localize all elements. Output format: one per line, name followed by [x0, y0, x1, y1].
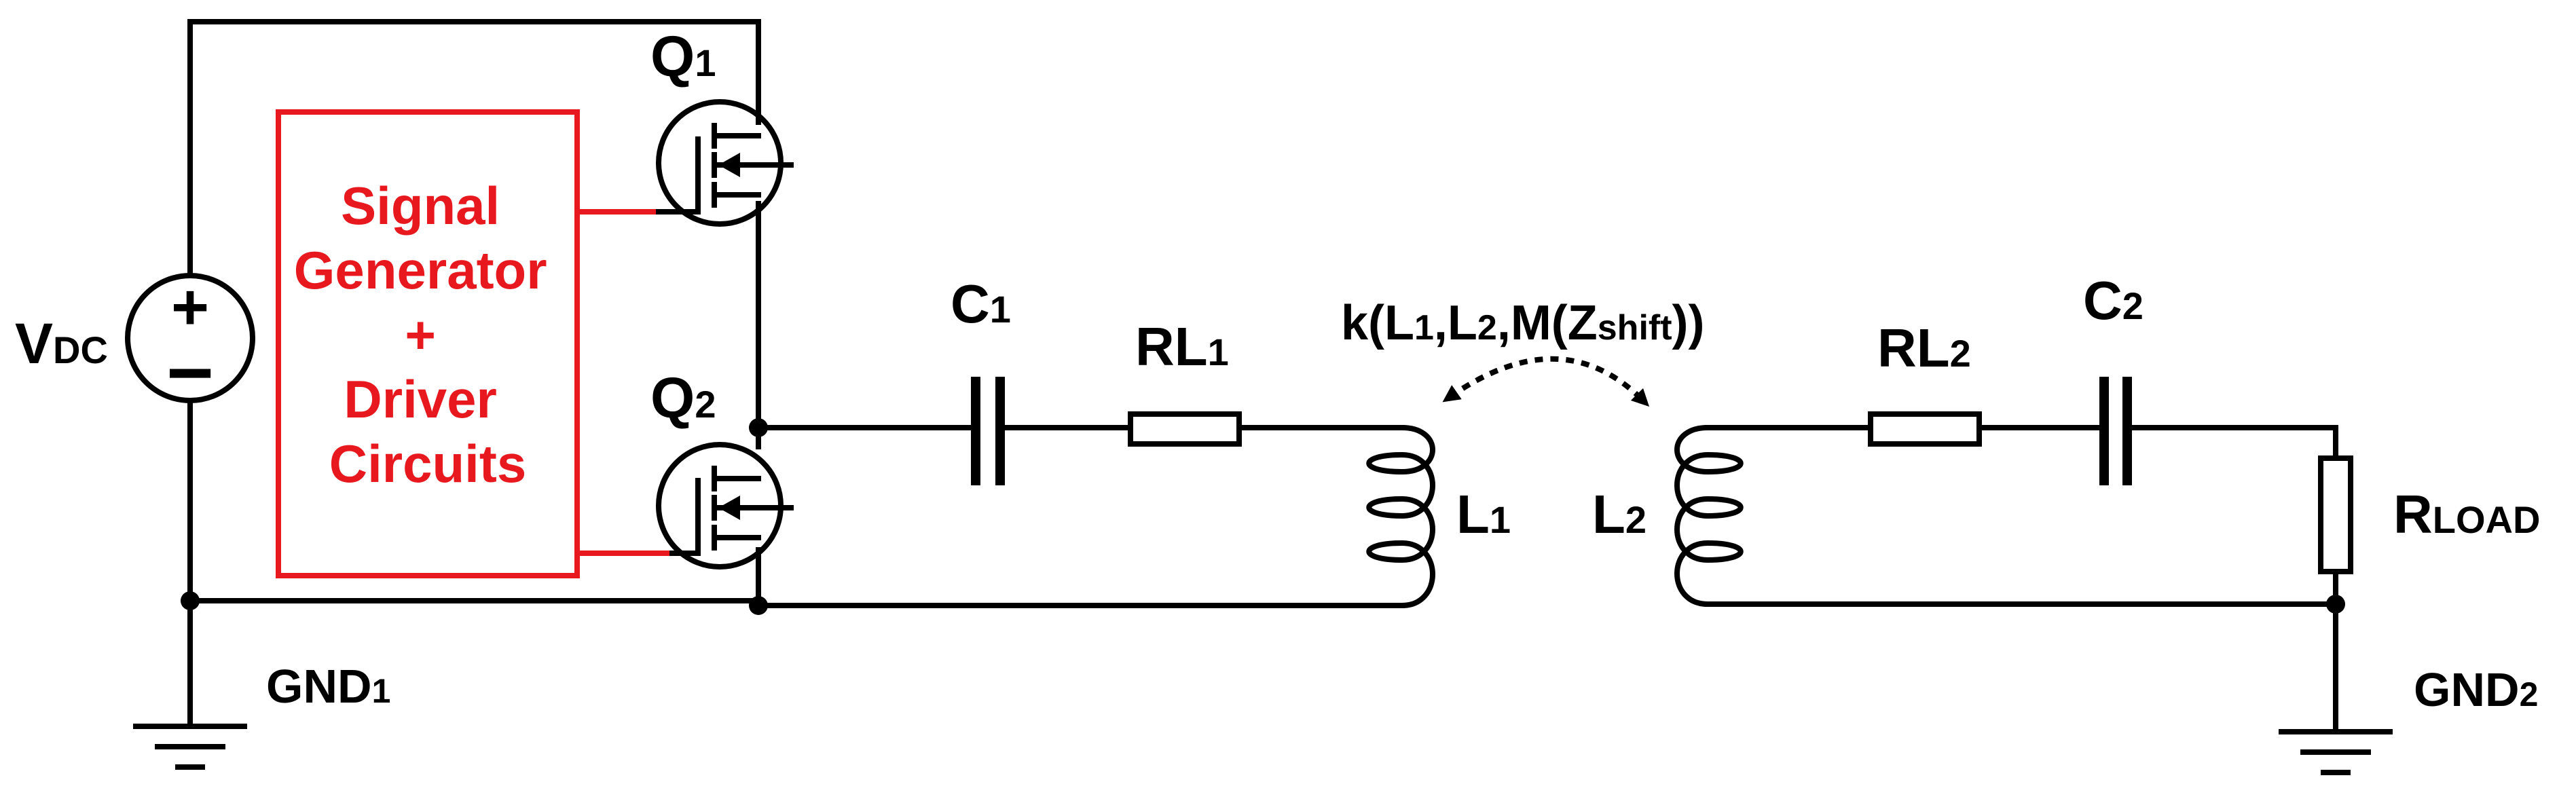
source-minus-sign: − — [166, 327, 214, 418]
junction-node — [181, 591, 200, 610]
vdc-source: + − — [125, 271, 255, 418]
junction-node — [2326, 595, 2345, 614]
driver-block: Signal Generator + Driver Circuits — [276, 109, 580, 578]
source-plus-sign: + — [171, 271, 209, 343]
l1-label: L1 — [1456, 484, 1511, 544]
q2-mosfet — [656, 442, 794, 570]
gnd1-symbol — [133, 724, 247, 770]
l1-inductor — [1366, 424, 1435, 609]
rl1-label: RL1 — [1135, 316, 1229, 377]
rl1-resistor — [1128, 411, 1242, 447]
c1-label: C1 — [951, 274, 1011, 334]
coupling-arrow — [1442, 356, 1650, 407]
l2-label: L2 — [1592, 484, 1646, 544]
vdc-label: VDC — [15, 312, 108, 375]
q1-label: Q1 — [650, 24, 716, 88]
q1-mosfet — [656, 99, 794, 227]
rl2-label: RL2 — [1877, 318, 1971, 378]
rload-resistor — [2318, 455, 2353, 574]
gnd1-label: GND1 — [266, 660, 390, 713]
c1-capacitor — [971, 377, 1005, 485]
primary-wiring — [187, 19, 1405, 729]
driver-label: Signal Generator + Driver Circuits — [294, 176, 562, 493]
c2-capacitor — [2099, 377, 2132, 485]
q2-label: Q2 — [650, 366, 716, 430]
coupling-label: k(L1,L2,M(Zshift)) — [1341, 296, 1704, 350]
rload-label: RLOAD — [2393, 484, 2540, 544]
l2-inductor — [1674, 424, 1744, 608]
gnd2-label: GND2 — [2414, 663, 2538, 716]
junction-node — [749, 596, 768, 615]
junction-node — [749, 418, 768, 437]
rl2-resistor — [1868, 411, 1982, 447]
gnd2-symbol — [2279, 729, 2393, 775]
secondary-wiring — [1705, 425, 2338, 734]
c2-label: C2 — [2083, 270, 2143, 331]
